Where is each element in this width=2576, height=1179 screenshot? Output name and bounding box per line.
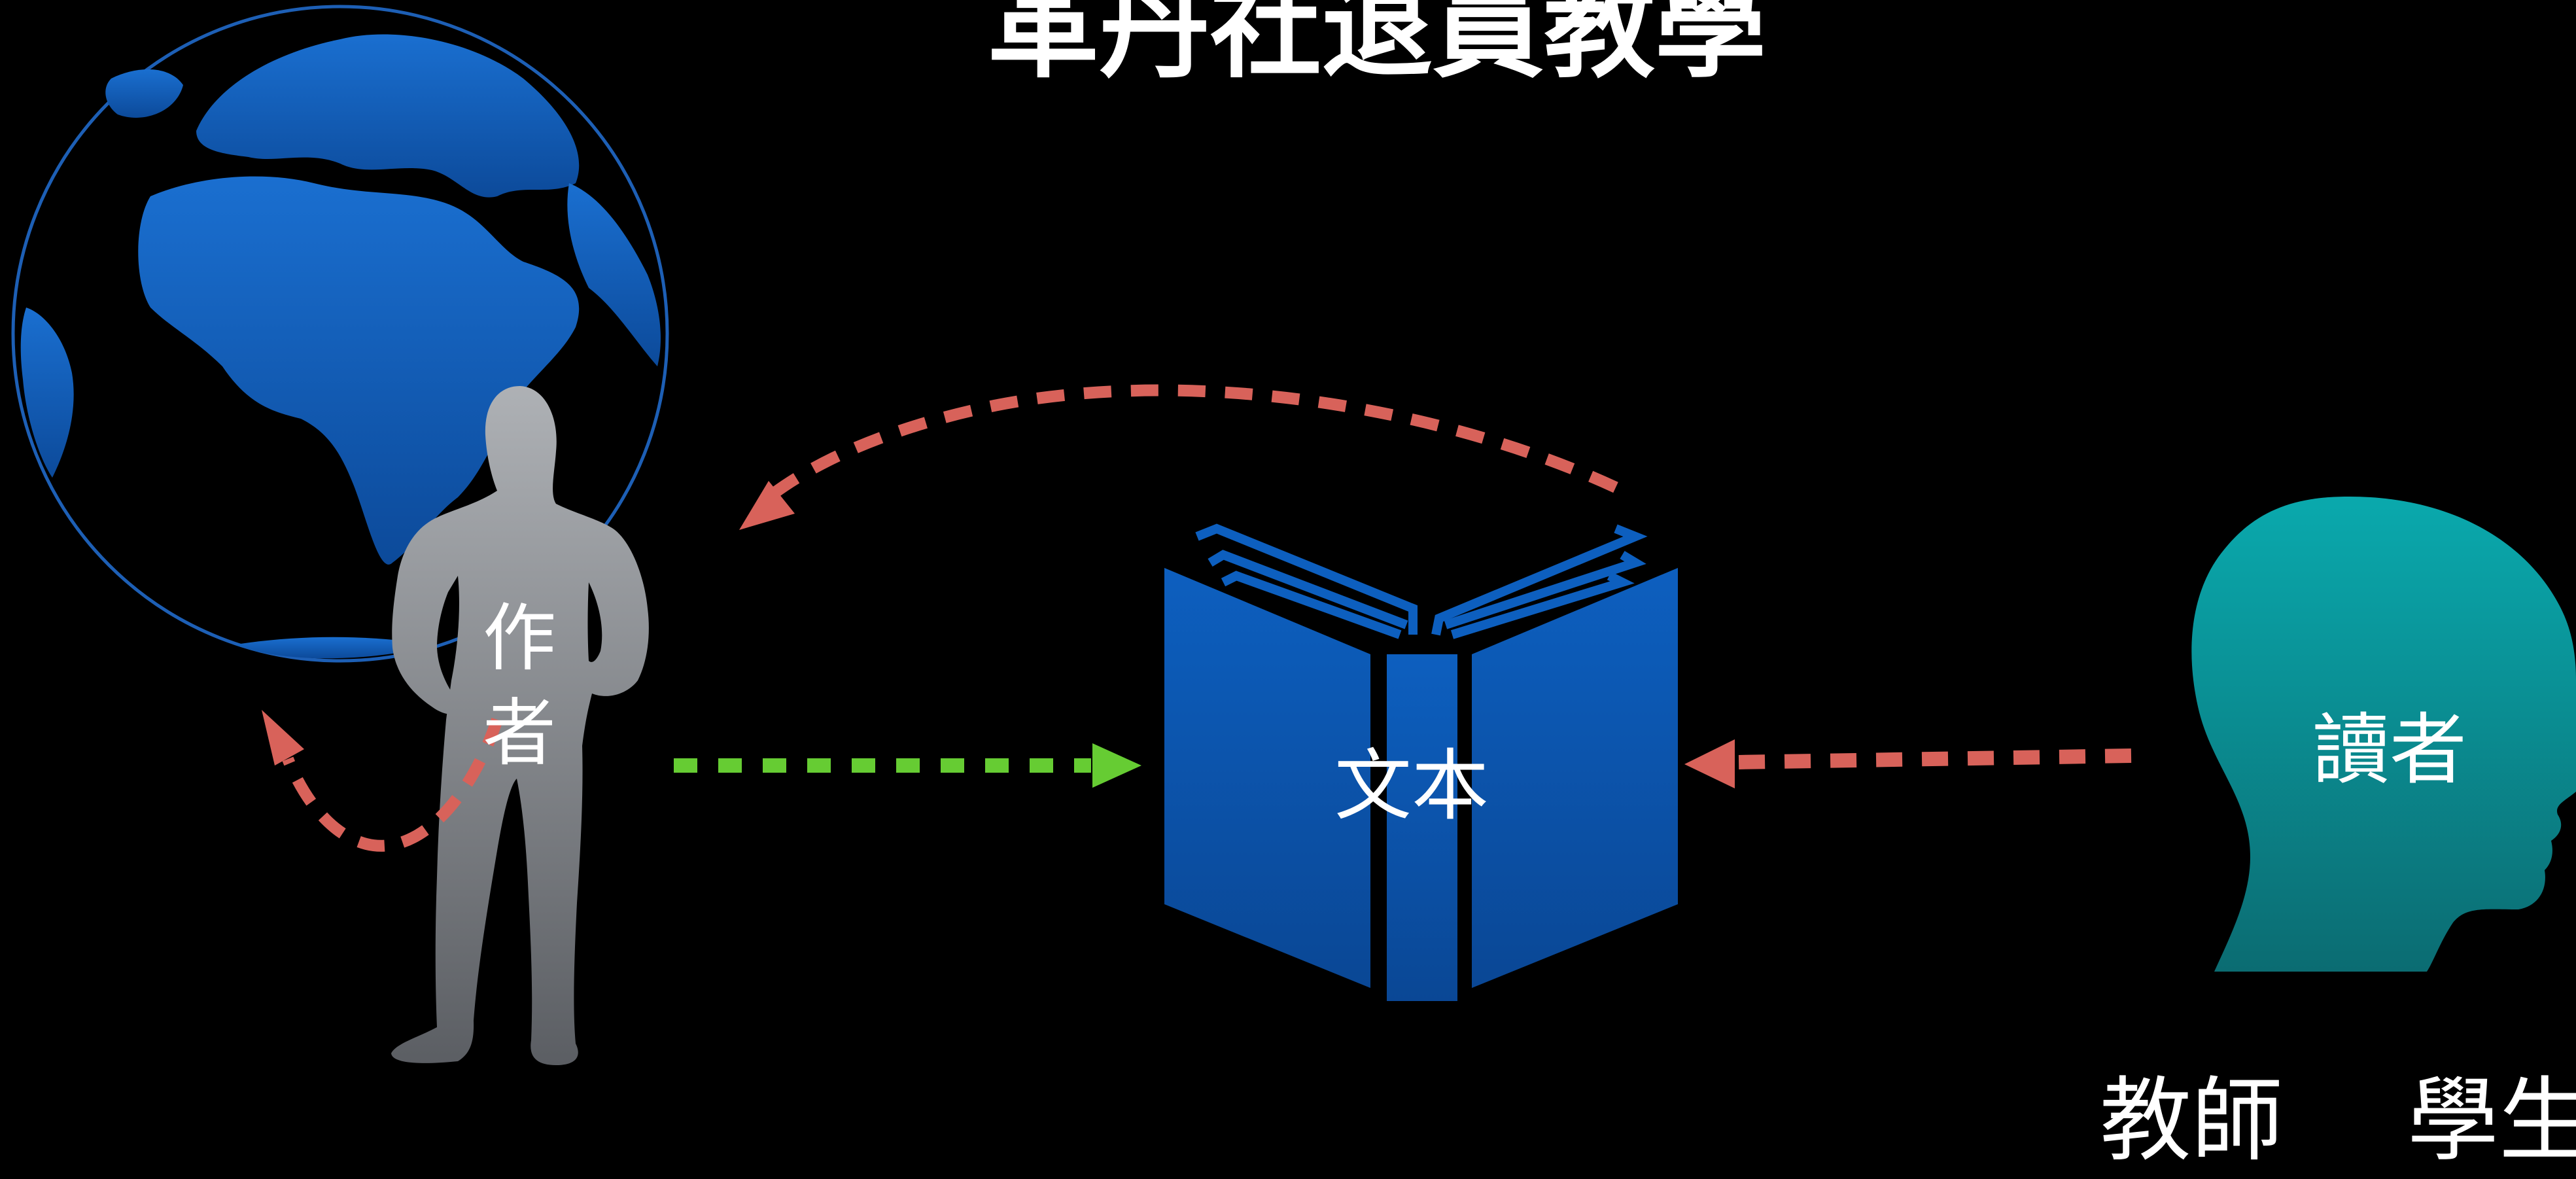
diagram-canvas xyxy=(11,5,2576,1065)
author-label-char-1: 作 xyxy=(483,596,556,681)
slide-title: 革丹社退員教學 xyxy=(988,0,1767,94)
open-book-icon xyxy=(1164,523,1678,1001)
reader-label: 讀者 xyxy=(2312,705,2467,795)
person-silhouette-icon xyxy=(391,386,649,1065)
arrow-reader-to-text xyxy=(1684,739,2132,788)
globe-icon xyxy=(11,5,669,663)
arrow-author-to-text xyxy=(674,743,1141,788)
teacher-label: 教師 xyxy=(2100,1068,2284,1174)
head-profile-icon xyxy=(2191,497,2576,972)
text-label: 文本 xyxy=(1334,741,1489,831)
arrow-author-to-world xyxy=(262,710,503,852)
author-label-char-2: 者 xyxy=(483,691,556,776)
arrow-text-to-world xyxy=(739,384,1618,530)
student-label: 學生 xyxy=(2407,1068,2576,1174)
